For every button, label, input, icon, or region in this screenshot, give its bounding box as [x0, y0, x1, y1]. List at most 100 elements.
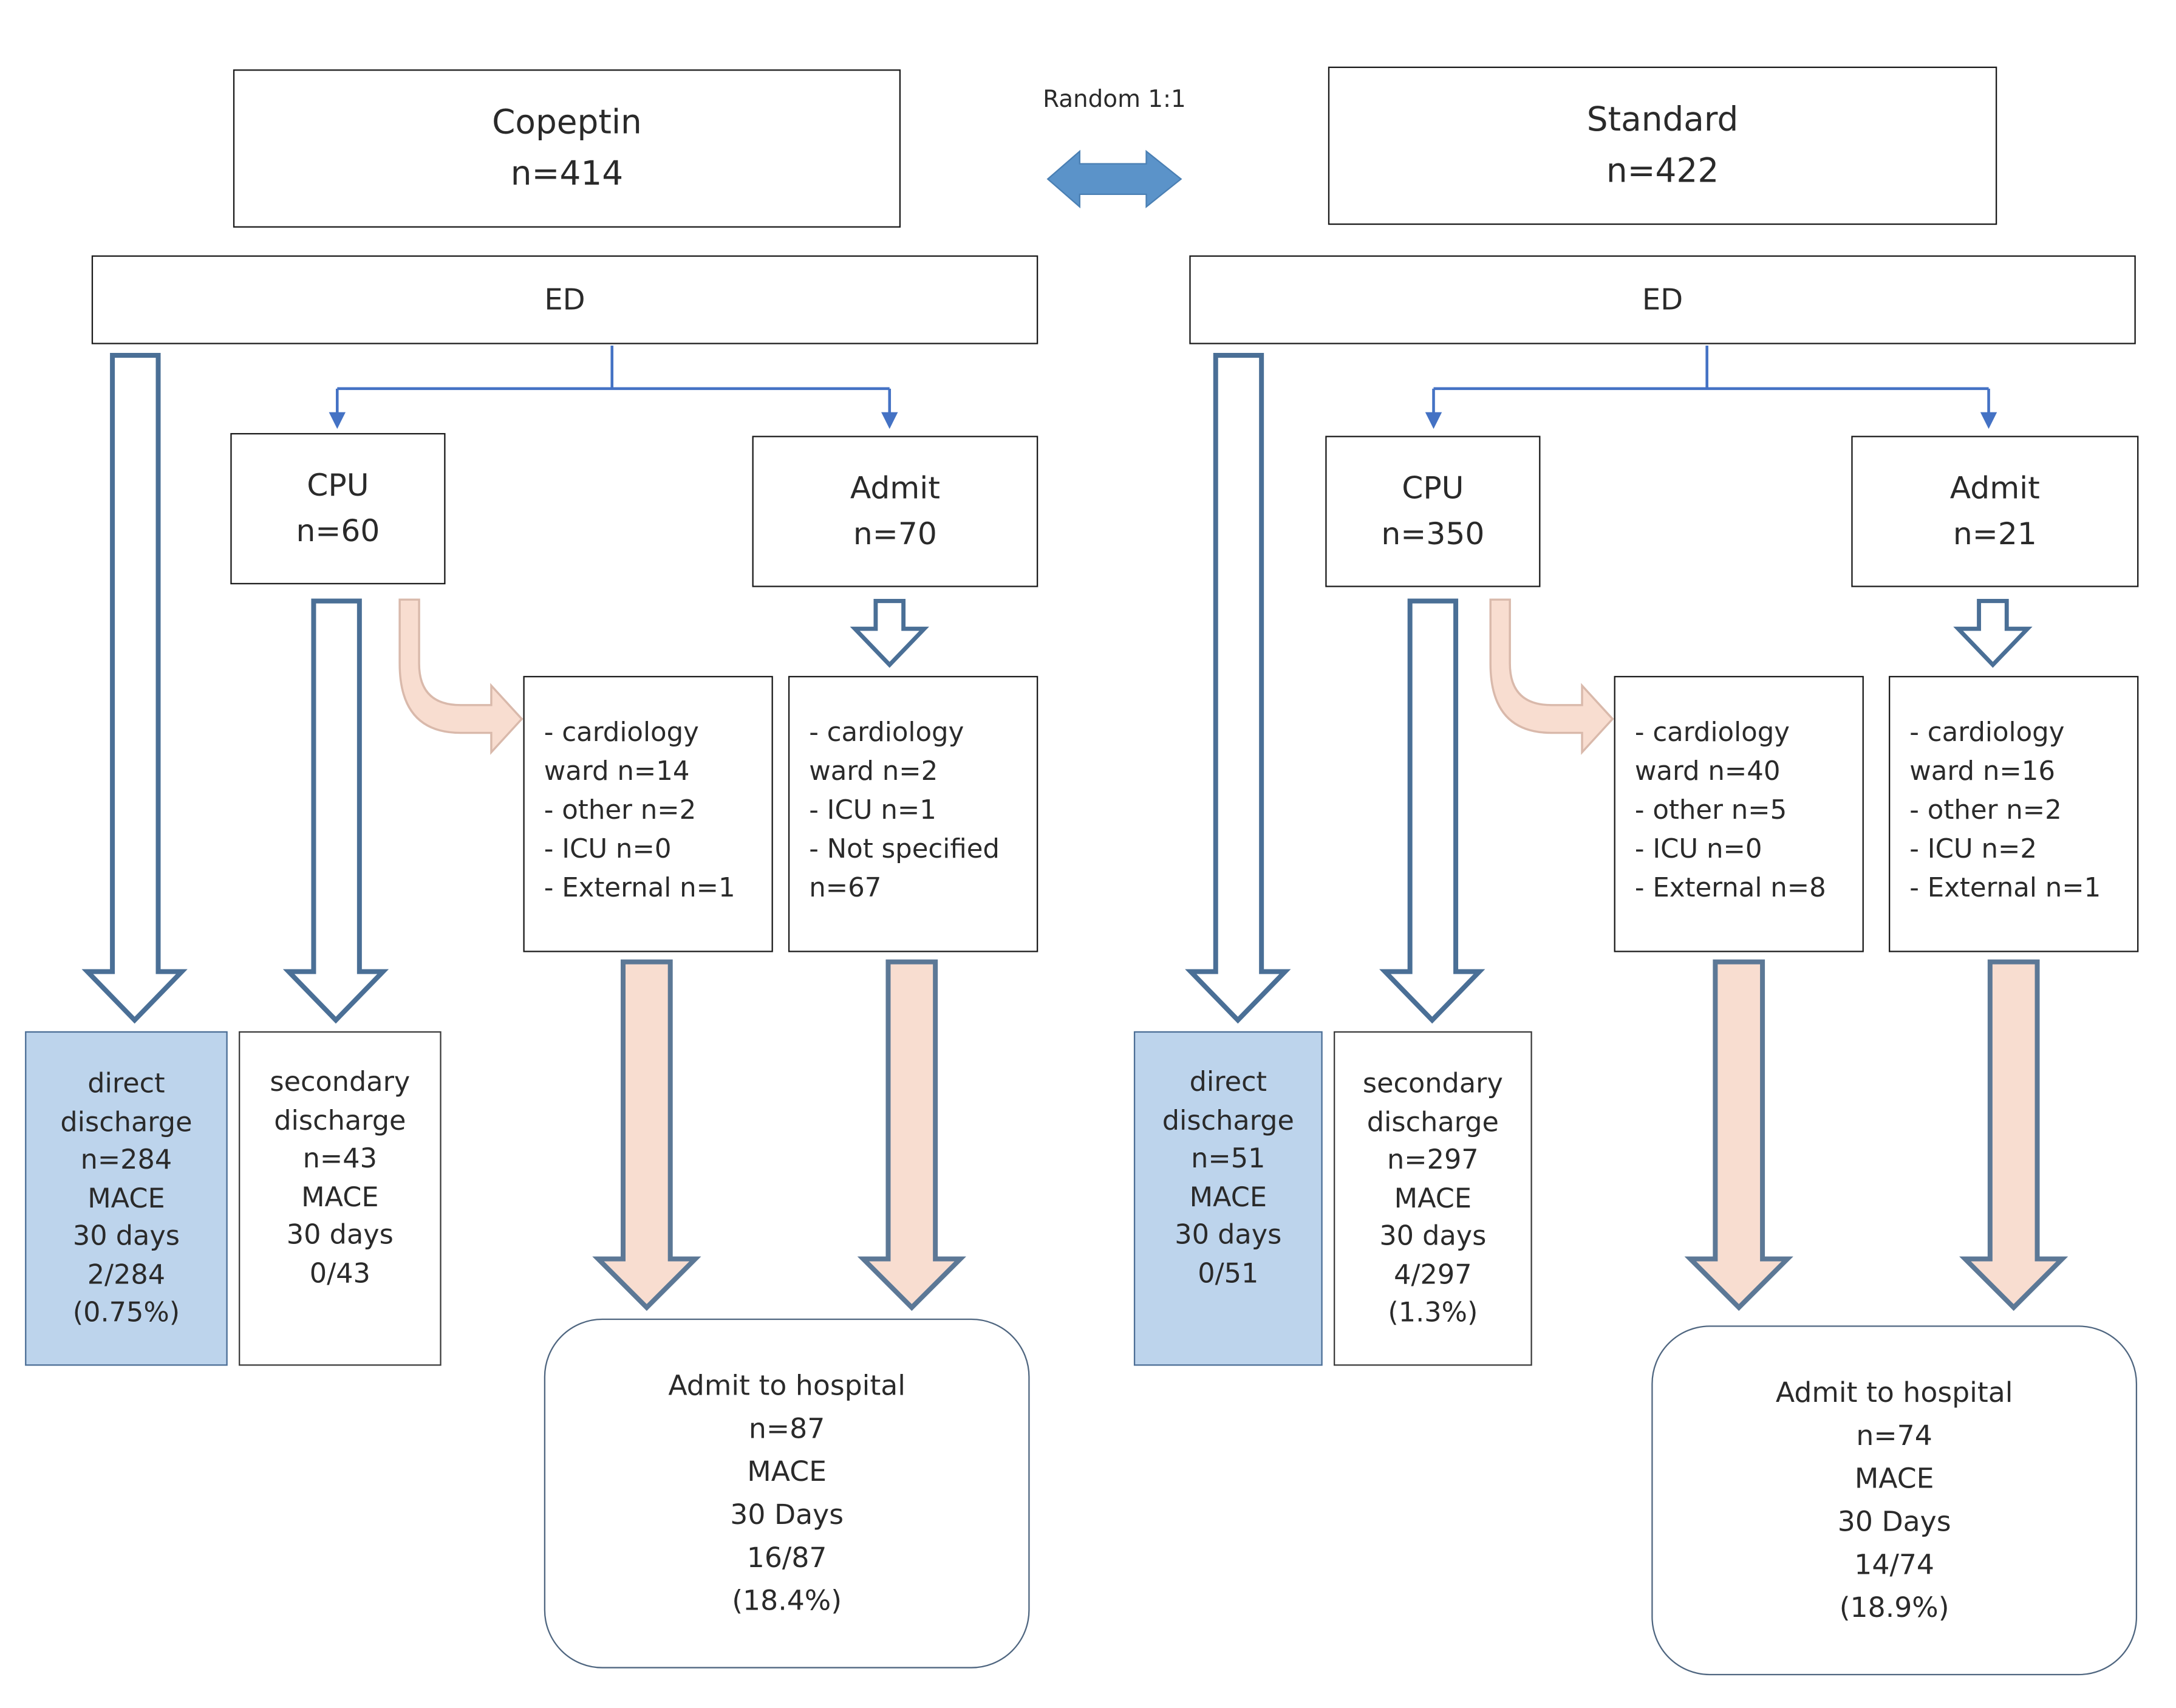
- discharge-line: 4/297: [1394, 1259, 1472, 1291]
- discharge-line: direct: [87, 1067, 165, 1100]
- left-ed-split-connector: [335, 345, 892, 418]
- discharge-line: discharge: [274, 1104, 406, 1136]
- discharge-line: secondary: [270, 1065, 411, 1098]
- hospital-line: n=74: [1856, 1418, 1932, 1452]
- discharge-line: MACE: [1394, 1182, 1472, 1214]
- hospital-line: (18.4%): [732, 1583, 842, 1617]
- standard-secondary-discharge-box: secondary discharge n=297 MACE 30 days 4…: [1333, 1031, 1532, 1366]
- cpu-count: n=350: [1381, 517, 1485, 552]
- hospital-line: (18.9%): [1839, 1590, 1949, 1624]
- left-cpu-curved-arrow: [398, 598, 524, 755]
- cpu-title: CPU: [1402, 471, 1464, 506]
- discharge-line: n=51: [1191, 1142, 1266, 1175]
- standard-ed-box: ED: [1189, 255, 2136, 344]
- standard-hospital-admission-box: Admit to hospital n=74 MACE 30 Days 14/7…: [1651, 1325, 2138, 1676]
- discharge-line: (0.75%): [72, 1296, 180, 1329]
- breakdown-line: - Not specified: [809, 834, 1000, 865]
- discharge-line: MACE: [301, 1180, 379, 1213]
- hospital-line: 30 Days: [730, 1497, 844, 1531]
- left-cpu-arrowhead: [329, 412, 346, 429]
- breakdown-line: - ICU n=1: [809, 795, 936, 826]
- hospital-line: Admit to hospital: [1775, 1375, 2013, 1409]
- right-cpu-arrowhead: [1425, 412, 1442, 429]
- standard-direct-discharge-box: direct discharge n=51 MACE 30 days 0/51: [1133, 1031, 1323, 1366]
- breakdown-line: - cardiology: [1909, 717, 2065, 748]
- arm-count: n=422: [1606, 151, 1719, 191]
- breakdown-line: - ICU n=2: [1909, 834, 2037, 865]
- breakdown-line: ward n=2: [809, 756, 938, 787]
- discharge-line: 30 days: [72, 1220, 180, 1252]
- discharge-line: discharge: [1162, 1104, 1294, 1136]
- discharge-line: discharge: [60, 1105, 193, 1138]
- admit-title: Admit: [1949, 471, 2040, 506]
- discharge-line: 30 days: [1379, 1220, 1487, 1252]
- right-admit-to-hospital-arrow: [1959, 959, 2069, 1311]
- ed-label: ED: [544, 283, 585, 317]
- discharge-line: 30 days: [286, 1218, 394, 1251]
- standard-admit-box: Admit n=21: [1851, 436, 2139, 587]
- discharge-line: 2/284: [87, 1259, 166, 1291]
- discharge-line: discharge: [1366, 1105, 1499, 1138]
- arm-count: n=414: [510, 154, 624, 193]
- right-ed-direct-discharge-arrow: [1185, 352, 1291, 1024]
- breakdown-line: ward n=14: [544, 756, 690, 787]
- admit-count: n=70: [853, 517, 937, 552]
- hospital-line: MACE: [1854, 1461, 1934, 1495]
- admit-title: Admit: [850, 471, 940, 506]
- copeptin-ed-box: ED: [91, 255, 1039, 344]
- copeptin-admit-box: Admit n=70: [752, 436, 1039, 587]
- discharge-line: secondary: [1362, 1067, 1503, 1100]
- discharge-line: n=297: [1387, 1144, 1479, 1177]
- discharge-line: direct: [1189, 1065, 1267, 1098]
- left-cpu-to-hospital-arrow: [592, 959, 701, 1311]
- right-ed-split-connector: [1432, 345, 1990, 418]
- standard-cpu-box: CPU n=350: [1325, 436, 1541, 587]
- copeptin-admit-breakdown-box: - cardiology ward n=2 - ICU n=1 - Not sp…: [788, 675, 1039, 952]
- right-admit-breakdown-arrow: [1953, 599, 2033, 668]
- hospital-line: 16/87: [746, 1540, 827, 1574]
- breakdown-line: - other n=2: [1909, 795, 2062, 826]
- left-admit-to-hospital-arrow: [857, 959, 966, 1311]
- hospital-line: MACE: [747, 1454, 827, 1488]
- right-admit-arrowhead: [1980, 412, 1997, 429]
- right-cpu-secondary-discharge-arrow: [1379, 598, 1485, 1024]
- copeptin-direct-discharge-box: direct discharge n=284 MACE 30 days 2/28…: [25, 1031, 228, 1366]
- breakdown-line: - cardiology: [809, 717, 964, 748]
- hospital-line: 14/74: [1854, 1547, 1935, 1581]
- random-double-arrow: [1046, 149, 1182, 208]
- discharge-line: n=284: [80, 1144, 172, 1177]
- breakdown-line: - cardiology: [544, 717, 699, 748]
- breakdown-line: - other n=2: [544, 795, 697, 826]
- discharge-line: 0/51: [1198, 1257, 1259, 1289]
- copeptin-cpu-breakdown-box: - cardiology ward n=14 - other n=2 - ICU…: [523, 675, 773, 952]
- standard-arm-box: Standard n=422: [1328, 66, 1997, 225]
- standard-cpu-breakdown-box: - cardiology ward n=40 - other n=5 - ICU…: [1614, 675, 1864, 952]
- standard-admit-breakdown-box: - cardiology ward n=16 - other n=2 - ICU…: [1889, 675, 2139, 952]
- left-ed-direct-discharge-arrow: [81, 352, 188, 1024]
- admit-count: n=21: [1953, 517, 2037, 552]
- breakdown-line: ward n=40: [1634, 756, 1781, 787]
- copeptin-hospital-admission-box: Admit to hospital n=87 MACE 30 Days 16/8…: [544, 1318, 1030, 1669]
- left-admit-breakdown-arrow: [850, 599, 929, 668]
- copeptin-secondary-discharge-box: secondary discharge n=43 MACE 30 days 0/…: [239, 1031, 442, 1366]
- discharge-line: (1.3%): [1388, 1296, 1478, 1329]
- copeptin-cpu-box: CPU n=60: [230, 432, 446, 585]
- breakdown-line: - ICU n=0: [1634, 834, 1762, 865]
- breakdown-line: - External n=8: [1634, 873, 1826, 904]
- right-cpu-curved-arrow: [1489, 598, 1614, 755]
- discharge-line: 0/43: [309, 1257, 370, 1289]
- discharge-line: n=43: [302, 1142, 377, 1175]
- breakdown-line: - other n=5: [1634, 795, 1787, 826]
- discharge-line: MACE: [1189, 1180, 1267, 1213]
- breakdown-line: - External n=1: [1909, 873, 2101, 904]
- breakdown-line: - ICU n=0: [544, 834, 672, 865]
- hospital-line: 30 Days: [1837, 1505, 1951, 1538]
- discharge-line: 30 days: [1175, 1218, 1282, 1251]
- breakdown-line: - cardiology: [1634, 717, 1790, 748]
- randomization-label: Random 1:1: [1043, 86, 1186, 114]
- copeptin-arm-box: Copeptin n=414: [233, 69, 901, 228]
- breakdown-line: n=67: [809, 873, 882, 904]
- ed-label: ED: [1642, 283, 1683, 317]
